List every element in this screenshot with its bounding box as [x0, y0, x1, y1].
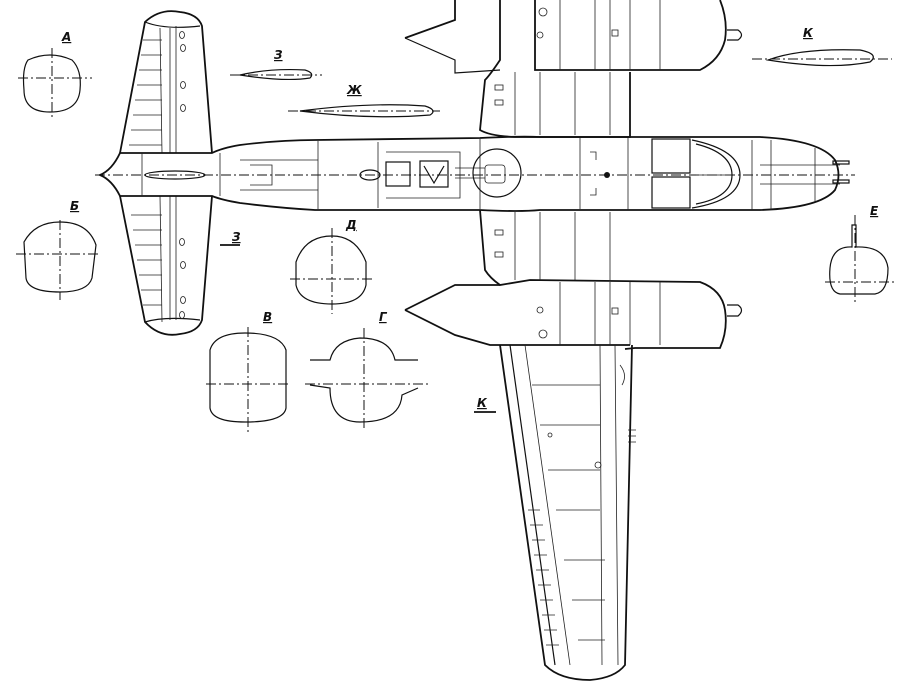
section-d: Д	[290, 218, 373, 314]
port-wing	[499, 344, 636, 681]
section-k-airfoil: К	[752, 26, 892, 67]
section-z-marker: З	[220, 230, 241, 246]
section-e: Е	[825, 204, 895, 302]
svg-text:Д: Д	[345, 218, 357, 232]
fuselage	[95, 135, 855, 212]
section-k-marker: К	[474, 396, 496, 413]
svg-text:Б: Б	[70, 199, 79, 213]
nose-gun-lower	[832, 179, 850, 184]
svg-text:В: В	[263, 310, 272, 324]
section-zh-airfoil: Ж	[288, 83, 440, 118]
nose-gun-upper	[832, 160, 850, 165]
svg-text:А: А	[61, 30, 71, 44]
svg-text:К: К	[803, 26, 814, 40]
lower-engine-nacelle	[404, 209, 743, 350]
canopy	[651, 138, 840, 210]
dorsal-turret	[472, 148, 522, 198]
svg-text:Е: Е	[870, 204, 879, 218]
tailplane	[119, 10, 213, 336]
svg-text:З: З	[232, 230, 241, 244]
section-g: Г	[305, 310, 430, 428]
section-z-airfoil: З	[230, 48, 322, 81]
section-b: Б	[16, 199, 100, 300]
section-a: А	[18, 30, 92, 120]
svg-text:З: З	[274, 48, 283, 62]
svg-text:Ж: Ж	[346, 83, 362, 97]
svg-text:Г: Г	[379, 310, 388, 324]
section-v: В	[206, 310, 291, 432]
upper-engine-nacelle	[404, 0, 743, 138]
svg-text:К: К	[477, 396, 488, 410]
